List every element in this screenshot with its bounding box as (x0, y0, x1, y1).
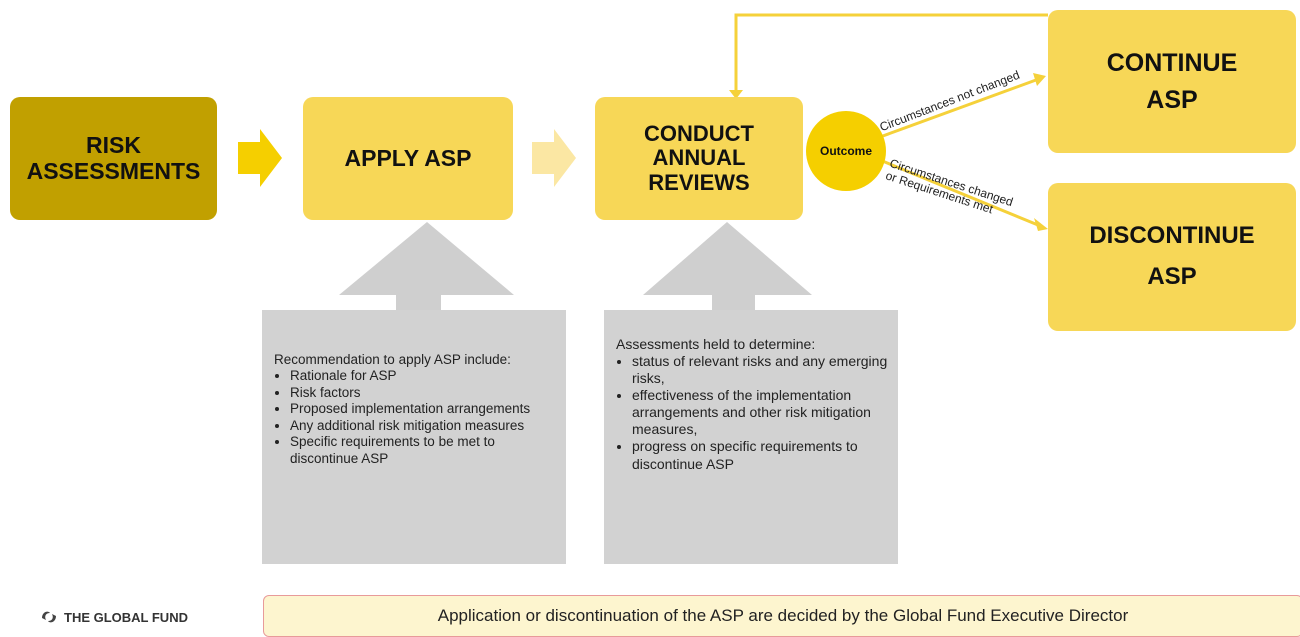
apply-note-list: Rationale for ASP Risk factors Proposed … (274, 368, 556, 467)
line-to-discontinue (879, 158, 1039, 227)
list-item: Risk factors (290, 385, 556, 401)
apply-note-intro: Recommendation to apply ASP include: (274, 352, 511, 367)
list-item: Rationale for ASP (290, 368, 556, 384)
risk-assessments-box: RISK ASSESSMENTS (10, 97, 217, 220)
logo-text: THE GLOBAL FUND (64, 609, 188, 625)
annual-review-note: Assessments held to determine: status of… (604, 310, 898, 564)
footer-banner: Application or discontinuation of the AS… (263, 595, 1300, 637)
loop-back-arrowhead (729, 90, 743, 99)
list-item: status of relevant risks and any emergin… (632, 353, 888, 387)
list-item: Specific requirements to be met to disco… (290, 434, 556, 467)
review-note-intro: Assessments held to determine: (616, 336, 816, 352)
list-item: Proposed implementation arrangements (290, 401, 556, 417)
apply-asp-box: APPLY ASP (303, 97, 513, 220)
arrowhead-to-continue (1033, 73, 1046, 86)
continue-asp-box: CONTINUE ASP (1048, 10, 1296, 153)
global-fund-logo-icon (42, 611, 56, 623)
outcome-circle: Outcome (806, 111, 886, 191)
review-note-list: status of relevant risks and any emergin… (616, 353, 888, 473)
footer-banner-text: Application or discontinuation of the AS… (437, 606, 1129, 625)
list-item: progress on specific requirements to dis… (632, 438, 888, 472)
global-fund-logo: THE GLOBAL FUND (40, 609, 188, 625)
conduct-annual-reviews-box: CONDUCT ANNUAL REVIEWS (595, 97, 803, 220)
arrow-up-apply (339, 222, 514, 311)
arrow-risk-to-apply (238, 129, 282, 187)
discontinue-asp-box: DISCONTINUE ASP (1048, 183, 1296, 331)
list-item: Any additional risk mitigation measures (290, 418, 556, 434)
loop-back-line (734, 13, 1048, 92)
arrow-apply-to-review (532, 129, 576, 187)
line-to-continue (879, 78, 1037, 139)
arrow-up-review (643, 222, 812, 311)
arrowhead-to-discontinue (1034, 218, 1048, 231)
apply-asp-note: Recommendation to apply ASP include: Rat… (262, 310, 566, 564)
list-item: effectiveness of the implementation arra… (632, 387, 888, 438)
